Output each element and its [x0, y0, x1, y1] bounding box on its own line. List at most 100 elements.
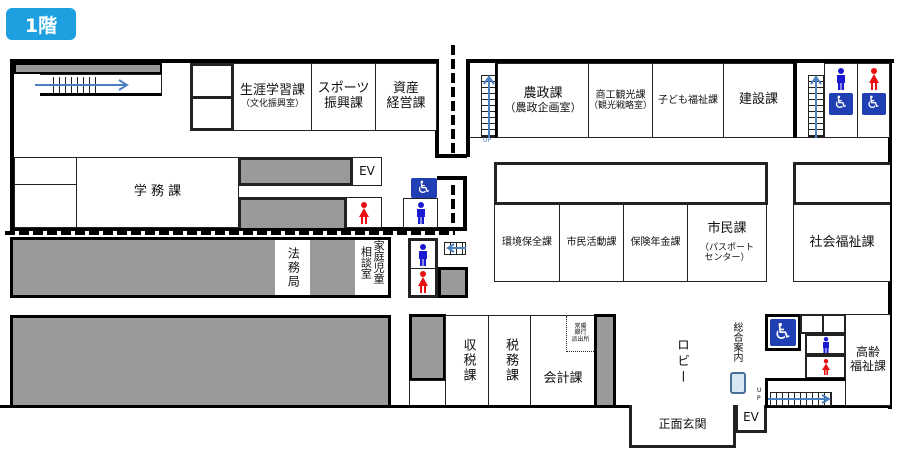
wall — [765, 378, 768, 408]
room-label: 資産 — [392, 81, 419, 97]
wall — [10, 295, 391, 298]
room-gakumu[interactable]: 学 務 課 — [76, 157, 239, 228]
room-homu[interactable]: 法務局 — [275, 240, 310, 296]
room-label: スポーツ — [317, 81, 370, 97]
wall — [466, 59, 470, 157]
room-label: 福祉課 — [849, 359, 886, 373]
wall — [765, 378, 847, 381]
gray-area — [310, 240, 355, 296]
female-icon — [868, 68, 879, 90]
wall — [888, 59, 892, 409]
elevator-south[interactable]: EV — [735, 405, 767, 433]
accessible-restroom[interactable]: ♿ — [765, 314, 801, 351]
accessible-icon: ♿ — [829, 93, 853, 115]
room-label: 収税課 — [460, 338, 476, 383]
room-hoken-nenkin[interactable]: 保険年金課 — [623, 204, 688, 282]
room-label: 会計課 — [543, 371, 583, 387]
room-sublabel: （パスポート — [699, 243, 754, 254]
bank-label: 常陽 — [574, 322, 587, 330]
room-shisan-keiei[interactable]: 資産 経営課 — [375, 63, 437, 131]
room-label: 子ども福祉課 — [658, 94, 718, 106]
female-icon — [418, 271, 428, 293]
storage-room — [190, 63, 234, 99]
room-label: 生涯学習課 — [239, 83, 305, 99]
restroom-male-accessible[interactable]: ♿ — [824, 63, 858, 138]
ev-label: EV — [359, 163, 375, 178]
accessible-glyph: ♿ — [865, 93, 882, 114]
wall — [437, 176, 465, 180]
up-label: U P — [757, 387, 762, 402]
dashed-wall — [5, 231, 455, 235]
room-kodomo-fukushi[interactable]: 子ども福祉課 — [652, 63, 724, 138]
accessible-glyph: ♿ — [416, 178, 432, 198]
room-sublabel: （文化振興室） — [240, 99, 304, 110]
room-sublabel: （観光戦略室） — [589, 101, 653, 112]
arrow-up-icon — [483, 75, 495, 138]
room-label: 社会福祉課 — [809, 234, 875, 250]
gray-area — [13, 240, 275, 296]
main-entrance[interactable]: 正面玄関 — [629, 405, 736, 448]
counter-block — [494, 162, 768, 205]
room-label: 市民活動課 — [566, 237, 617, 249]
restroom-male[interactable] — [408, 238, 438, 269]
small-room — [800, 314, 824, 334]
room-label: 法務局 — [286, 247, 301, 289]
dashed-wall — [451, 45, 455, 153]
lobby-label: ロビー — [674, 338, 689, 386]
room-shakai-fukushi[interactable]: 社会福祉課 — [793, 204, 890, 282]
room-nosei[interactable]: 農政課 （農政企画室） — [497, 63, 589, 138]
restroom-female[interactable] — [408, 268, 438, 298]
wall — [388, 237, 391, 298]
accessible-glyph: ♿ — [833, 93, 849, 114]
wall — [10, 227, 467, 231]
small-room — [822, 314, 846, 334]
restroom-female-accessible[interactable]: ♿ — [857, 63, 890, 138]
bank-label: 派出所 — [571, 335, 590, 343]
restroom-male[interactable] — [403, 198, 438, 228]
arrow-left-icon — [446, 243, 466, 253]
room-shuzei[interactable]: 収税課 — [445, 315, 489, 406]
room-shimin[interactable]: 市民課 （パスポート センター） — [687, 204, 767, 282]
info-desk[interactable] — [730, 372, 746, 394]
wall — [10, 59, 438, 63]
room-zeimu[interactable]: 税務課 — [488, 315, 531, 406]
wall — [10, 59, 14, 231]
arrow-right-icon — [35, 79, 129, 91]
room-korei-fukushi[interactable]: 高齢 福祉課 — [845, 314, 890, 406]
info-desk-label: 総合案内 — [731, 322, 742, 362]
restroom-female[interactable] — [805, 355, 846, 379]
male-icon — [837, 68, 845, 90]
room-label: 相談室 — [359, 246, 373, 279]
wall — [466, 59, 894, 63]
arrow-right-icon — [768, 394, 832, 404]
room-kensetsu[interactable]: 建設課 — [723, 63, 794, 138]
entrance-label: 正面玄関 — [658, 417, 707, 432]
restroom-female[interactable] — [346, 197, 382, 228]
room-shoko-kanko[interactable]: 商工観光課 （観光戦略室） — [588, 63, 653, 138]
wall — [793, 63, 797, 138]
room-kankyo-hozen[interactable]: 環境保全課 — [494, 204, 560, 282]
male-icon — [822, 336, 829, 353]
gray-area — [438, 267, 468, 298]
room-shimin-katsudo[interactable]: 市民活動課 — [559, 204, 624, 282]
female-icon — [821, 359, 830, 375]
wall — [495, 63, 498, 138]
room-shogai-gakushu[interactable]: 生涯学習課 （文化振興室） — [233, 63, 312, 131]
storage-room — [190, 96, 234, 131]
restroom-male[interactable] — [805, 334, 846, 355]
room-label: 環境保全課 — [502, 237, 552, 249]
elevator-north[interactable]: EV — [352, 157, 382, 186]
room-label: 振興課 — [323, 96, 363, 111]
accessible-icon: ♿ — [861, 93, 886, 115]
room-label: 高齢 — [855, 345, 880, 360]
wall — [435, 59, 439, 157]
up-label: UP — [483, 137, 492, 144]
small-room — [14, 157, 77, 185]
bank-branch[interactable]: 常陽 銀行 派出所 — [566, 316, 594, 352]
room-label: 市民課 — [707, 221, 747, 237]
gray-area — [14, 63, 162, 74]
room-sports[interactable]: スポーツ 振興課 — [311, 63, 376, 131]
accessible-icon: ♿ — [770, 319, 796, 346]
room-katei-jido[interactable]: 相談室 家庭児童 — [355, 240, 388, 296]
